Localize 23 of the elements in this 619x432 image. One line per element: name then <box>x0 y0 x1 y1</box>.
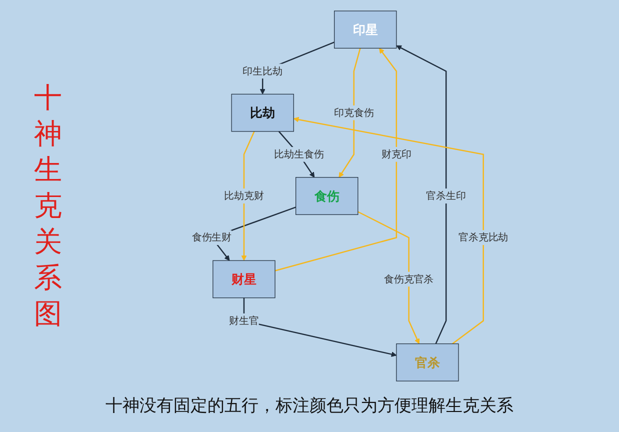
edge-label: 官杀生印 <box>426 190 466 202</box>
node-box: 比劫 <box>231 94 294 132</box>
edge-label: 财克印 <box>382 148 412 160</box>
arrow <box>293 116 484 344</box>
edge-label: 比劫克财 <box>224 190 264 202</box>
edge-label: 食伤生财 <box>192 231 232 244</box>
edge-label: 官杀克比劫 <box>458 231 508 244</box>
edge-label: 比劫生食伤 <box>274 148 324 160</box>
node-box: 官杀 <box>396 343 459 382</box>
arrow <box>274 48 398 272</box>
arrow <box>396 45 447 344</box>
edge-label: 印生比劫 <box>242 64 282 77</box>
arrow <box>241 131 255 261</box>
node-box: 财星 <box>212 260 276 298</box>
node-box: 印星 <box>334 10 397 49</box>
edge-label: 食伤克官杀 <box>384 272 434 285</box>
caption: 十神没有固定的五行，标注颜色只为方便理解生克关系 <box>104 395 514 417</box>
node-box: 食伤 <box>296 177 358 215</box>
edge-label: 印克食伤 <box>334 106 374 118</box>
arrow <box>338 48 361 178</box>
diagram-title: 十神生克关系图 <box>34 80 63 332</box>
arrow <box>358 211 420 344</box>
edge-label: 财生官 <box>229 314 259 326</box>
